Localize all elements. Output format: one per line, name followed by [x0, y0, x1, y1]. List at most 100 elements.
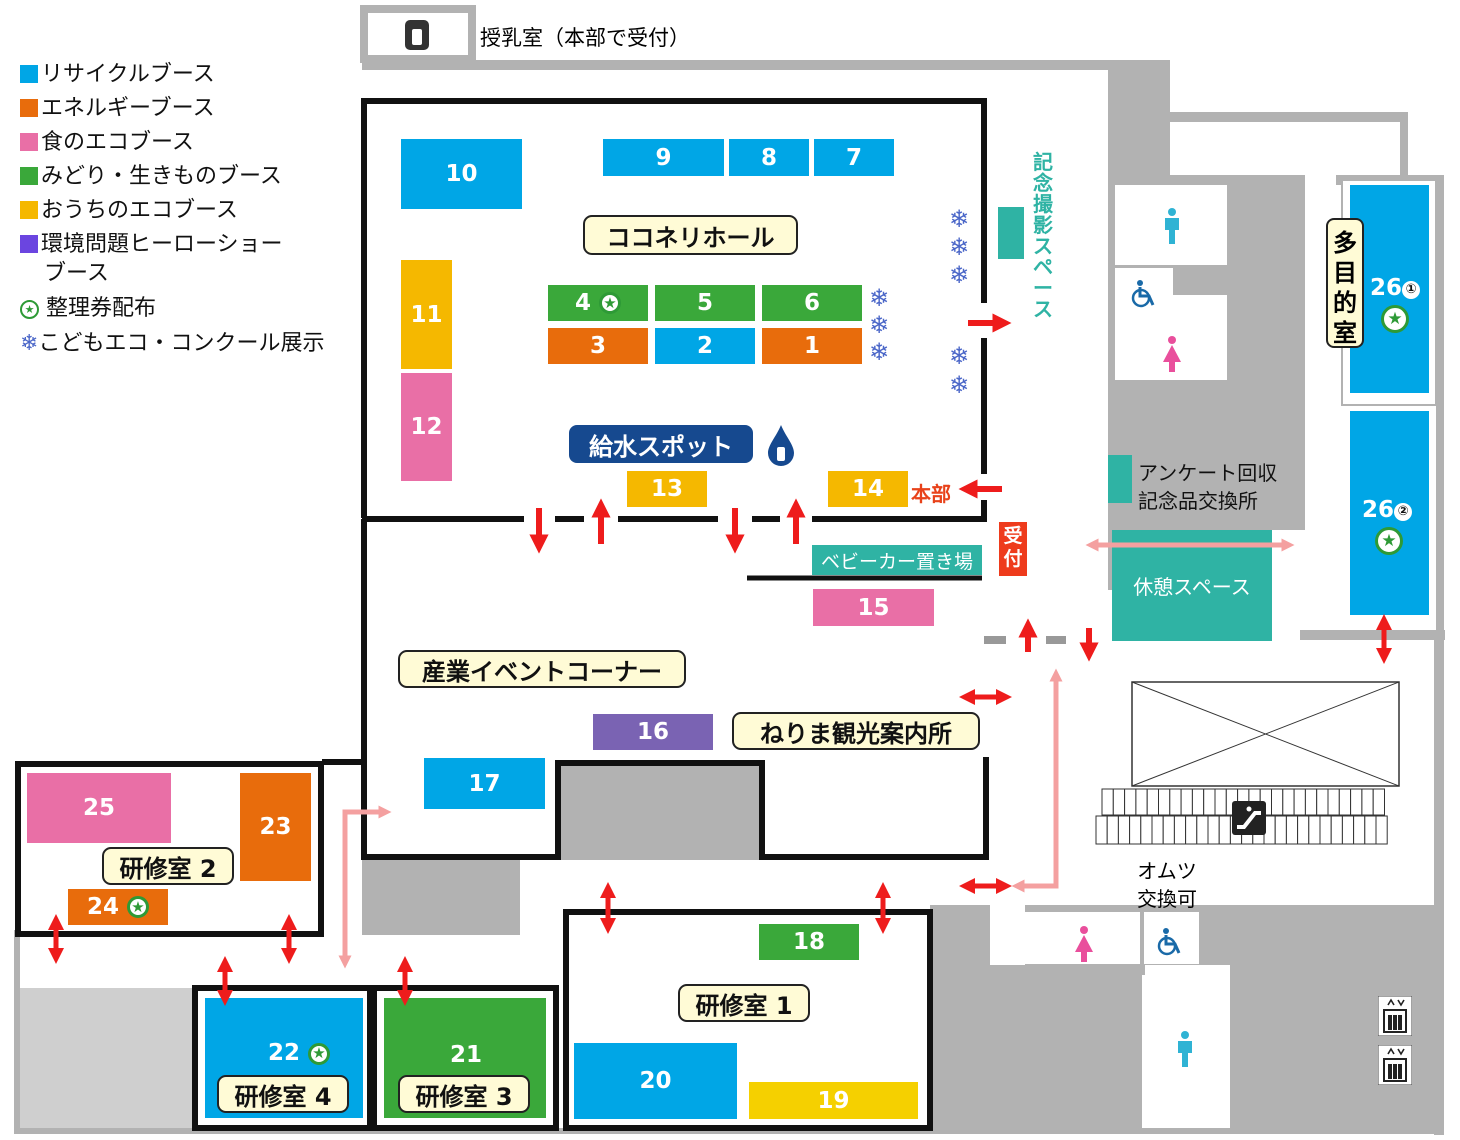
stair-step	[1169, 788, 1182, 816]
legend-swatch	[20, 235, 38, 253]
stair-step	[1361, 788, 1374, 816]
rest-space: 休憩スペース	[1112, 530, 1272, 641]
booth-26-2-ticket: ★	[1375, 527, 1403, 555]
wall-block	[362, 860, 520, 935]
stair-step	[1135, 788, 1148, 816]
baby-bottle-icon	[405, 20, 429, 50]
stair-step	[1214, 788, 1227, 816]
stair-step	[1203, 788, 1216, 816]
snowflake-icon: ❄	[20, 331, 39, 356]
booth-9[interactable]: 9	[603, 139, 724, 176]
snowflake-icon: ❄	[869, 311, 890, 339]
booth-13[interactable]: 13	[627, 471, 707, 507]
snowflake-icon: ❄	[869, 284, 890, 312]
legend-swatch	[20, 133, 38, 151]
booth-26-2[interactable]	[1350, 411, 1429, 615]
stair-step	[1271, 788, 1284, 816]
booth-14[interactable]: 14	[828, 471, 908, 507]
legend-food: 食のエコブース	[20, 124, 194, 156]
stair-step	[1338, 788, 1352, 816]
booth-16[interactable]: 16	[593, 714, 713, 750]
woman-toilet-icon	[1163, 336, 1181, 372]
booth-4[interactable]: 4 ★	[548, 285, 648, 321]
stair-step	[1319, 815, 1332, 845]
booth-7[interactable]: 7	[814, 139, 894, 176]
survey-label: アンケート回収記念品交換所	[1138, 461, 1278, 513]
escalator-icon	[1232, 801, 1266, 835]
booth-15[interactable]: 15	[813, 589, 934, 626]
star-icon: ★	[1381, 305, 1409, 333]
legend-recycle: リサイクルブース	[20, 56, 215, 88]
star-icon: ★	[127, 896, 150, 918]
stair-step	[1162, 815, 1175, 845]
training-room-3-title: 研修室 3	[398, 1075, 530, 1113]
tourism-info-title: ねりま観光案内所	[732, 712, 980, 750]
booth-2[interactable]: 2	[655, 328, 755, 364]
stair-step	[1117, 815, 1131, 845]
stair-step	[1191, 788, 1205, 816]
stair-step	[1173, 815, 1187, 845]
booth-11[interactable]: 11	[401, 260, 452, 369]
stair-step	[1101, 788, 1114, 816]
stair-step	[1350, 788, 1363, 816]
booth-3[interactable]: 3	[548, 328, 648, 364]
booth-18[interactable]: 18	[759, 924, 859, 960]
wall-block	[990, 965, 1145, 1133]
stair-step	[1207, 815, 1220, 845]
booth-20[interactable]: 20	[574, 1043, 737, 1119]
industry-corner-title: 産業イベントコーナー	[398, 650, 686, 688]
elevator-icon	[1378, 996, 1412, 1036]
diaper-change-label: オムツ交換可	[1137, 859, 1197, 911]
stair-step	[1185, 815, 1198, 845]
stair-step	[1129, 815, 1142, 845]
stair-step	[1304, 788, 1318, 816]
booth-17[interactable]: 17	[424, 758, 545, 809]
legend-energy: エネルギーブース	[20, 90, 215, 122]
booth-10[interactable]: 10	[401, 139, 522, 209]
stair-step	[1158, 788, 1171, 816]
stair-step	[1282, 788, 1295, 816]
wall	[1305, 630, 1445, 640]
star-icon: ★	[308, 1042, 331, 1065]
legend-hero-line2: ブース	[44, 261, 109, 286]
booth-6[interactable]: 6	[762, 285, 862, 321]
booth-12[interactable]: 12	[401, 373, 452, 481]
wheelchair-icon	[1157, 928, 1181, 956]
training-room-1-title: 研修室 1	[678, 984, 810, 1022]
photo-space-label: 記念撮影スペース	[1033, 150, 1053, 321]
booth-23[interactable]: 23	[240, 773, 311, 881]
wheelchair-icon	[1131, 280, 1155, 308]
booth-25[interactable]: 25	[27, 773, 171, 843]
stair-step	[1316, 788, 1329, 816]
snowflake-icon: ❄	[949, 371, 970, 399]
stroller-parking: ベビーカー置き場	[812, 545, 982, 575]
legend-swatch	[20, 99, 38, 117]
legend-kids: ❄こどもエコ・コンクール展示	[20, 331, 325, 356]
star-icon: ★	[20, 299, 39, 319]
legend-ticket: ★ 整理券配布	[20, 290, 156, 322]
wall-block	[1230, 905, 1365, 1133]
multipurpose-room-title: 多目的室	[1326, 218, 1364, 348]
stair-step	[1218, 815, 1231, 845]
stair-step	[1297, 815, 1310, 845]
wall	[1436, 175, 1444, 635]
stair-step	[1327, 788, 1340, 816]
snowflake-icon: ❄	[869, 338, 890, 366]
stair-step	[1112, 788, 1126, 816]
man-toilet-icon	[1178, 1031, 1192, 1067]
stair-step	[1308, 815, 1321, 845]
stair-step	[1372, 788, 1385, 816]
wall	[1434, 640, 1444, 1135]
wall	[1400, 112, 1408, 177]
storage-room	[18, 988, 194, 1128]
booth-19[interactable]: 19	[749, 1082, 918, 1119]
booth-1[interactable]: 1	[762, 328, 862, 364]
number-2-badge: ②	[1394, 502, 1413, 521]
wall	[1112, 70, 1170, 110]
booth-5[interactable]: 5	[655, 285, 755, 321]
booth-8[interactable]: 8	[729, 139, 809, 176]
booth-21-label: 21	[450, 1042, 483, 1068]
booth-24[interactable]: 24 ★	[68, 889, 168, 925]
